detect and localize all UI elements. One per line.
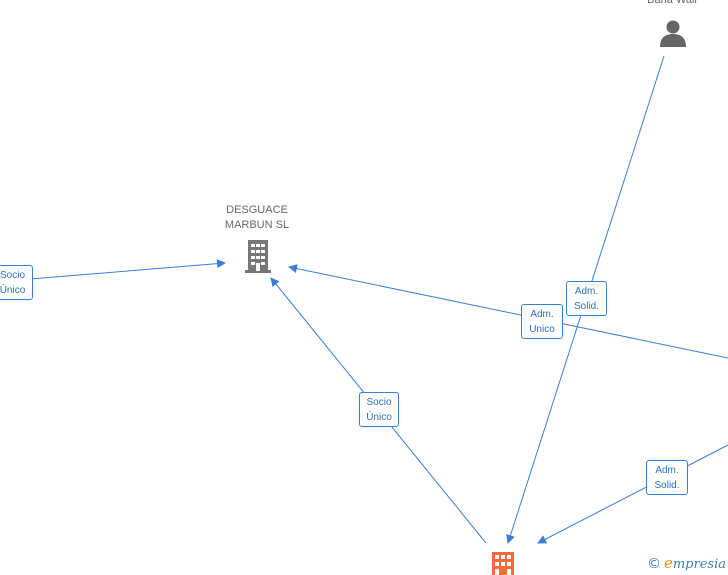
edge-label-line: Adm. — [530, 309, 554, 320]
edge-label-line: Adm. — [655, 465, 679, 476]
building-icon-main[interactable] — [491, 552, 515, 575]
edge-left-to-desguace — [29, 259, 226, 280]
building-icon[interactable] — [243, 238, 273, 274]
edge-label-line: Único — [366, 412, 392, 423]
edge-right-to-main — [537, 444, 728, 544]
edge-label-socio-unico-left[interactable]: Socio Único — [0, 265, 33, 300]
brand-initial: e — [663, 554, 673, 572]
edge-label-line: Único — [0, 285, 26, 296]
edge-label-line: Socio — [0, 270, 25, 281]
brand-watermark: ©empresia — [647, 554, 726, 572]
edge-right-to-desguace — [288, 264, 728, 359]
person-label[interactable]: Baña Wall — [647, 0, 697, 6]
edge-label-adm-solid-upper[interactable]: Adm. Solid. — [566, 281, 607, 316]
person-icon[interactable] — [658, 18, 688, 48]
edge-label-adm-unico[interactable]: Adm. Unico — [521, 304, 563, 339]
company-desguace-label[interactable]: DESGUACE MARBUN SL — [225, 203, 289, 233]
edge-label-line: Solid. — [654, 480, 680, 491]
edge-label-line: Solid. — [573, 301, 599, 312]
company-desguace-label-line2: MARBUN SL — [224, 219, 290, 231]
brand-name: mpresia — [672, 557, 726, 572]
copyright-icon: © — [646, 556, 661, 572]
company-desguace-label-line1: DESGUACE — [226, 204, 288, 216]
edge-label-socio-unico-center[interactable]: Socio Único — [359, 392, 399, 427]
edge-label-line: Unico — [529, 324, 555, 335]
edge-label-line: Socio — [366, 397, 392, 408]
edge-label-adm-solid-lower[interactable]: Adm. Solid. — [646, 460, 688, 495]
edge-label-line: Adm. — [574, 286, 599, 297]
